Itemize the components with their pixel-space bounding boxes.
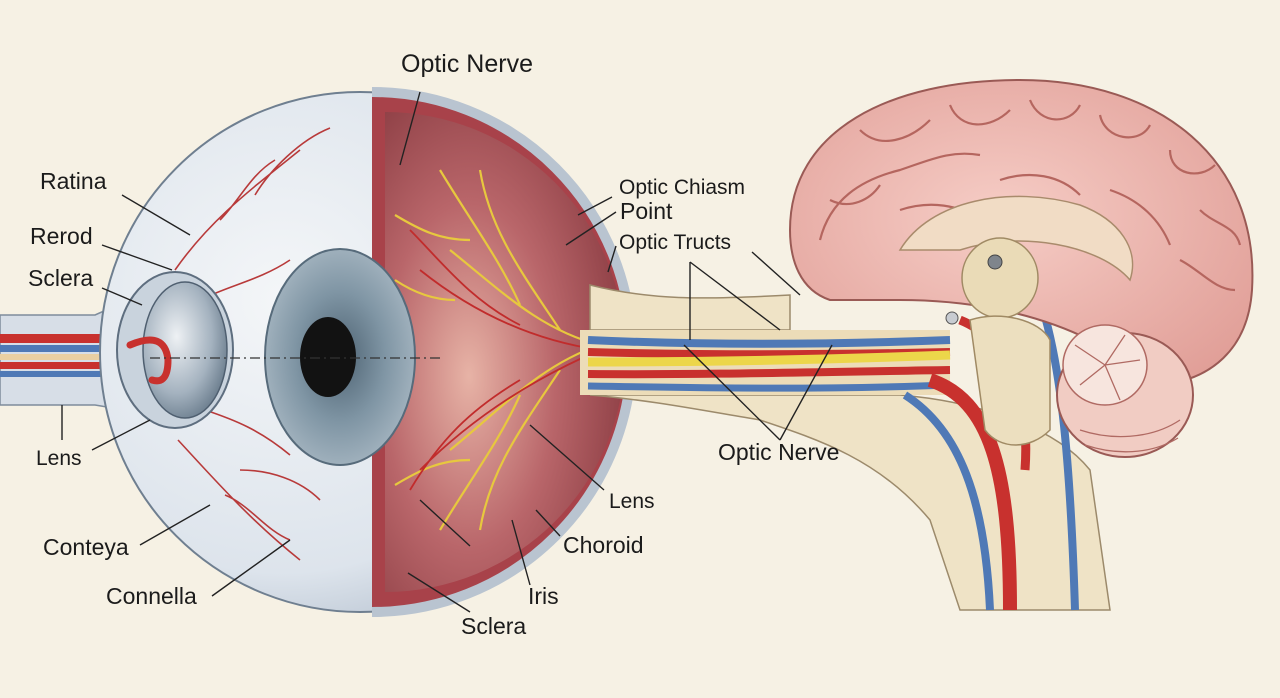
- label-optic-nerve-right: Optic Nerve: [718, 439, 840, 465]
- pupil: [300, 317, 356, 397]
- label-ratina: Ratina: [40, 168, 107, 194]
- optic-pathway: [580, 284, 1111, 611]
- label-iris: Iris: [528, 583, 559, 609]
- label-point: Point: [620, 198, 673, 224]
- label-sclera-left: Sclera: [28, 265, 94, 291]
- lens-vessel: [126, 336, 172, 385]
- lens-shape: [142, 281, 228, 419]
- leader-lines: [61, 91, 833, 613]
- brain: [788, 78, 1254, 458]
- label-conteya: Conteya: [43, 534, 129, 560]
- eye-cutaway-interior: [385, 112, 625, 592]
- label-rerod: Rerod: [30, 223, 93, 249]
- label-lens-left: Lens: [36, 447, 82, 470]
- label-connella: Connella: [106, 583, 197, 609]
- label-optic-chiasm: Optic Chiasm: [619, 176, 746, 199]
- label-lens-right: Lens: [609, 490, 655, 513]
- label-sclera-bottom: Sclera: [461, 613, 527, 639]
- retinal-vessels: [409, 229, 601, 491]
- label-optic-nerve-top: Optic Nerve: [401, 50, 533, 78]
- label-choroid: Choroid: [563, 532, 644, 558]
- label-optic-tructs: Optic Tructs: [619, 231, 732, 254]
